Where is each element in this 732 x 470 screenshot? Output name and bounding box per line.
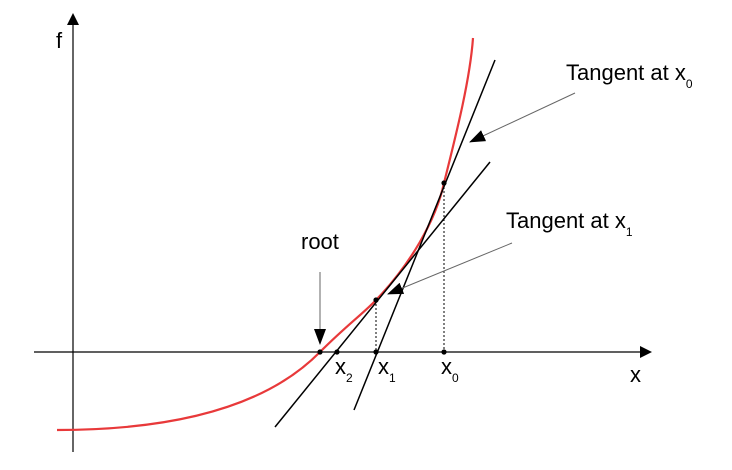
tangent-x0-label: Tangent at x0: [566, 60, 693, 91]
tangent-x1-leader: [387, 242, 513, 295]
x-axis-label: x: [630, 362, 641, 387]
tangent-x1-label: Tangent at x1: [506, 208, 633, 239]
point-curve-x1: [373, 297, 379, 303]
tick-label-x1: x1: [378, 354, 396, 385]
function-curve: [56, 37, 475, 432]
tick-label-x2: x2: [335, 354, 353, 385]
point-x1: [373, 349, 379, 355]
tangent-line-x1: [274, 161, 491, 428]
point-root: [317, 349, 323, 355]
point-curve-x0: [441, 180, 447, 186]
tick-label-x0: x0: [441, 354, 459, 385]
tangent-x0-leader: [469, 92, 576, 143]
point-x0: [441, 349, 447, 355]
point-x2: [334, 349, 340, 355]
tangent-line-x0: [353, 59, 496, 411]
y-axis-label: f: [56, 28, 63, 53]
root-label: root: [301, 229, 339, 254]
